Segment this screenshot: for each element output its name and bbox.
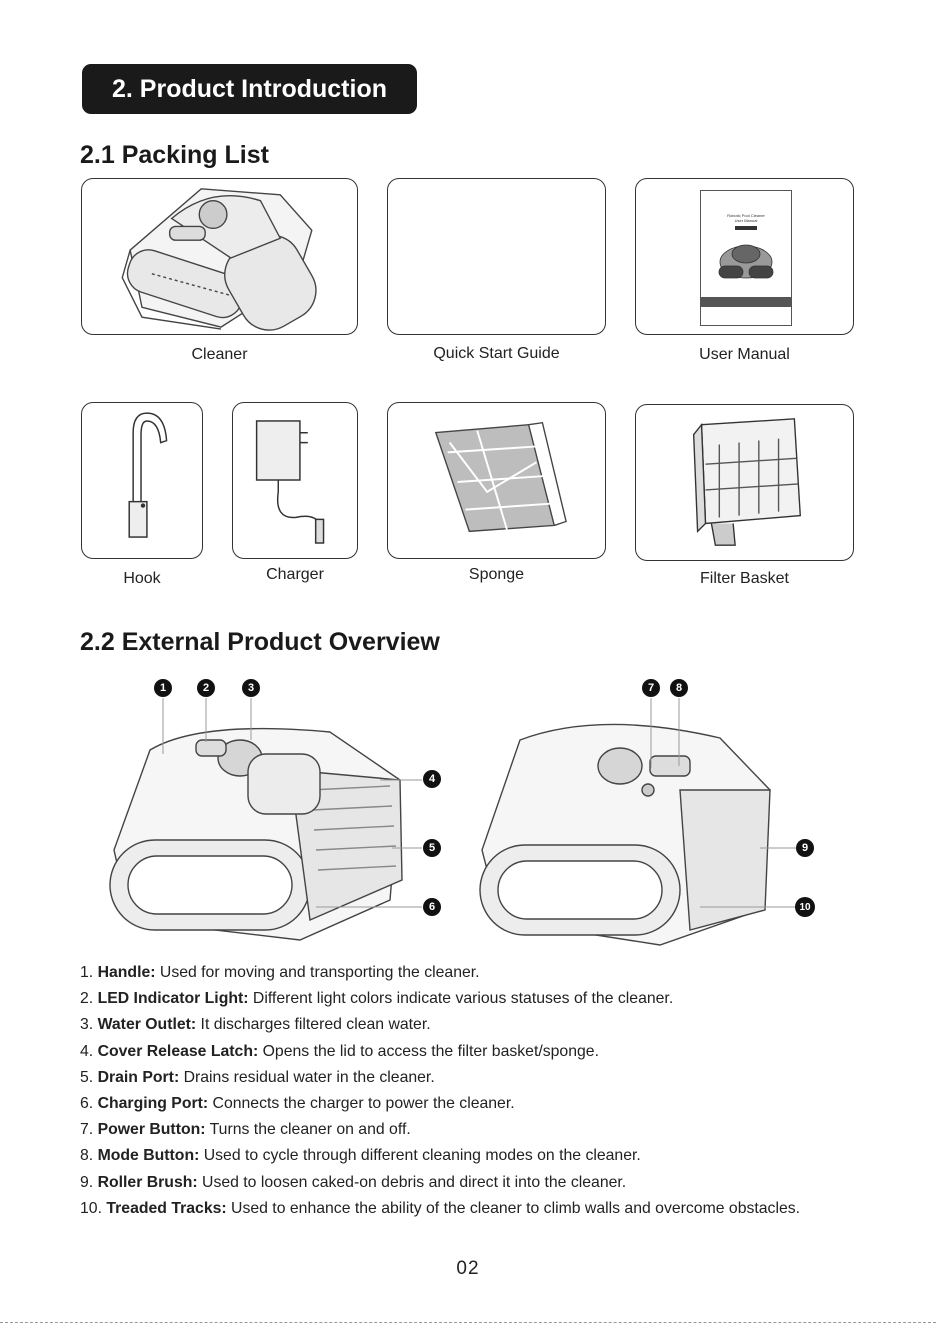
part-name: LED Indicator Light: xyxy=(97,990,249,1008)
cleaner-illustration xyxy=(121,188,317,331)
callout-3: 3 xyxy=(242,679,260,697)
part-num: 8. xyxy=(80,1147,94,1165)
parts-description-list: 1. Handle: Used for moving and transport… xyxy=(80,960,900,1222)
sponge-card xyxy=(387,402,606,559)
cleaner-front-view xyxy=(109,727,403,941)
part-name: Water Outlet: xyxy=(97,1016,197,1034)
callout-1: 1 xyxy=(154,679,172,697)
callout-10: 10 xyxy=(795,897,815,917)
part-desc: Turns the cleaner on and off. xyxy=(205,1121,411,1139)
part-num: 6. xyxy=(80,1095,94,1113)
manual-cover-robot-icon xyxy=(718,244,774,279)
callout-5: 5 xyxy=(423,839,441,857)
label-user-manual: User Manual xyxy=(699,346,790,363)
part-item-3: 3. Water Outlet: It discharges filtered … xyxy=(80,1012,900,1038)
part-item-5: 5. Drain Port: Drains residual water in … xyxy=(80,1065,900,1091)
hook-card xyxy=(81,402,203,559)
manual-cover-title: Robotic Pool Cleaner xyxy=(727,213,765,218)
packing-list-heading: 2.1 Packing List xyxy=(80,141,269,169)
part-num: 5. xyxy=(80,1068,94,1086)
part-num: 3. xyxy=(80,1016,94,1034)
part-name: Power Button: xyxy=(97,1121,206,1139)
callout-2: 2 xyxy=(197,679,215,697)
part-desc: Used to loosen caked-on debris and direc… xyxy=(197,1173,627,1191)
part-num: 2. xyxy=(80,990,94,1008)
part-item-8: 8. Mode Button: Used to cycle through di… xyxy=(80,1143,900,1169)
callout-6: 6 xyxy=(423,898,441,916)
user-manual-card: Robotic Pool Cleaner User Manual xyxy=(635,178,854,335)
product-overview-diagram xyxy=(109,698,796,946)
part-num: 1. xyxy=(80,964,94,981)
part-num: 4. xyxy=(80,1042,94,1060)
sponge-illustration xyxy=(434,421,567,533)
page-bottom-border xyxy=(0,1322,936,1323)
part-name: Roller Brush: xyxy=(97,1173,198,1191)
filter-basket-card xyxy=(635,404,854,561)
label-charger: Charger xyxy=(266,566,324,583)
label-sponge: Sponge xyxy=(468,566,525,583)
part-desc: Different light colors indicate various … xyxy=(248,990,674,1008)
label-quick-start-guide: Quick Start Guide xyxy=(433,345,560,362)
part-num: 7. xyxy=(80,1121,94,1139)
section-title: 2. Product Introduction xyxy=(112,74,387,103)
part-name: Drain Port: xyxy=(97,1068,180,1086)
part-desc: Used for moving and transporting the cle… xyxy=(155,964,480,981)
callout-8: 8 xyxy=(670,679,688,697)
part-desc: Used to enhance the ability of the clean… xyxy=(226,1199,801,1217)
filter-basket-illustration xyxy=(692,418,802,546)
part-item-1: 1. Handle: Used for moving and transport… xyxy=(80,960,900,986)
charger-card xyxy=(232,402,358,559)
callout-4: 4 xyxy=(423,770,441,788)
part-name: Cover Release Latch: xyxy=(97,1042,259,1060)
part-desc: Used to cycle through different cleaning… xyxy=(199,1147,641,1165)
charger-illustration xyxy=(255,420,325,544)
external-overview-heading: 2.2 External Product Overview xyxy=(80,628,440,656)
part-item-10: 10. Treaded Tracks: Used to enhance the … xyxy=(80,1196,900,1222)
manual-cover-subtitle: User Manual xyxy=(734,218,758,223)
cleaner-rear-view xyxy=(479,723,771,946)
part-item-7: 7. Power Button: Turns the cleaner on an… xyxy=(80,1117,900,1143)
part-item-2: 2. LED Indicator Light: Different light … xyxy=(80,986,900,1012)
hook-illustration xyxy=(128,412,168,538)
label-filter-basket: Filter Basket xyxy=(700,570,789,587)
part-num: 10. xyxy=(80,1199,102,1217)
part-item-4: 4. Cover Release Latch: Opens the lid to… xyxy=(80,1039,900,1065)
part-name: Charging Port: xyxy=(97,1095,209,1113)
part-name: Mode Button: xyxy=(97,1147,200,1165)
page-number: 02 xyxy=(456,1258,480,1279)
part-item-9: 9. Roller Brush: Used to loosen caked-on… xyxy=(80,1170,900,1196)
callout-9: 9 xyxy=(796,839,814,857)
manual-cover: Robotic Pool Cleaner User Manual xyxy=(700,190,792,326)
quick-start-guide-card xyxy=(387,178,606,335)
part-name: Handle: xyxy=(97,964,156,981)
manual-cover-tag xyxy=(735,226,757,230)
part-desc: It discharges filtered clean water. xyxy=(196,1016,431,1034)
part-desc: Connects the charger to power the cleane… xyxy=(208,1095,515,1113)
label-cleaner: Cleaner xyxy=(191,346,248,363)
manual-cover-footer-bar xyxy=(701,297,791,307)
part-name: Treaded Tracks: xyxy=(106,1199,227,1217)
part-desc: Drains residual water in the cleaner. xyxy=(179,1068,435,1086)
label-hook: Hook xyxy=(123,570,161,587)
section-banner: 2. Product Introduction xyxy=(82,64,417,114)
cleaner-card xyxy=(81,178,358,335)
part-num: 9. xyxy=(80,1173,94,1191)
callout-7: 7 xyxy=(642,679,660,697)
part-item-6: 6. Charging Port: Connects the charger t… xyxy=(80,1091,900,1117)
part-desc: Opens the lid to access the filter baske… xyxy=(258,1042,599,1060)
